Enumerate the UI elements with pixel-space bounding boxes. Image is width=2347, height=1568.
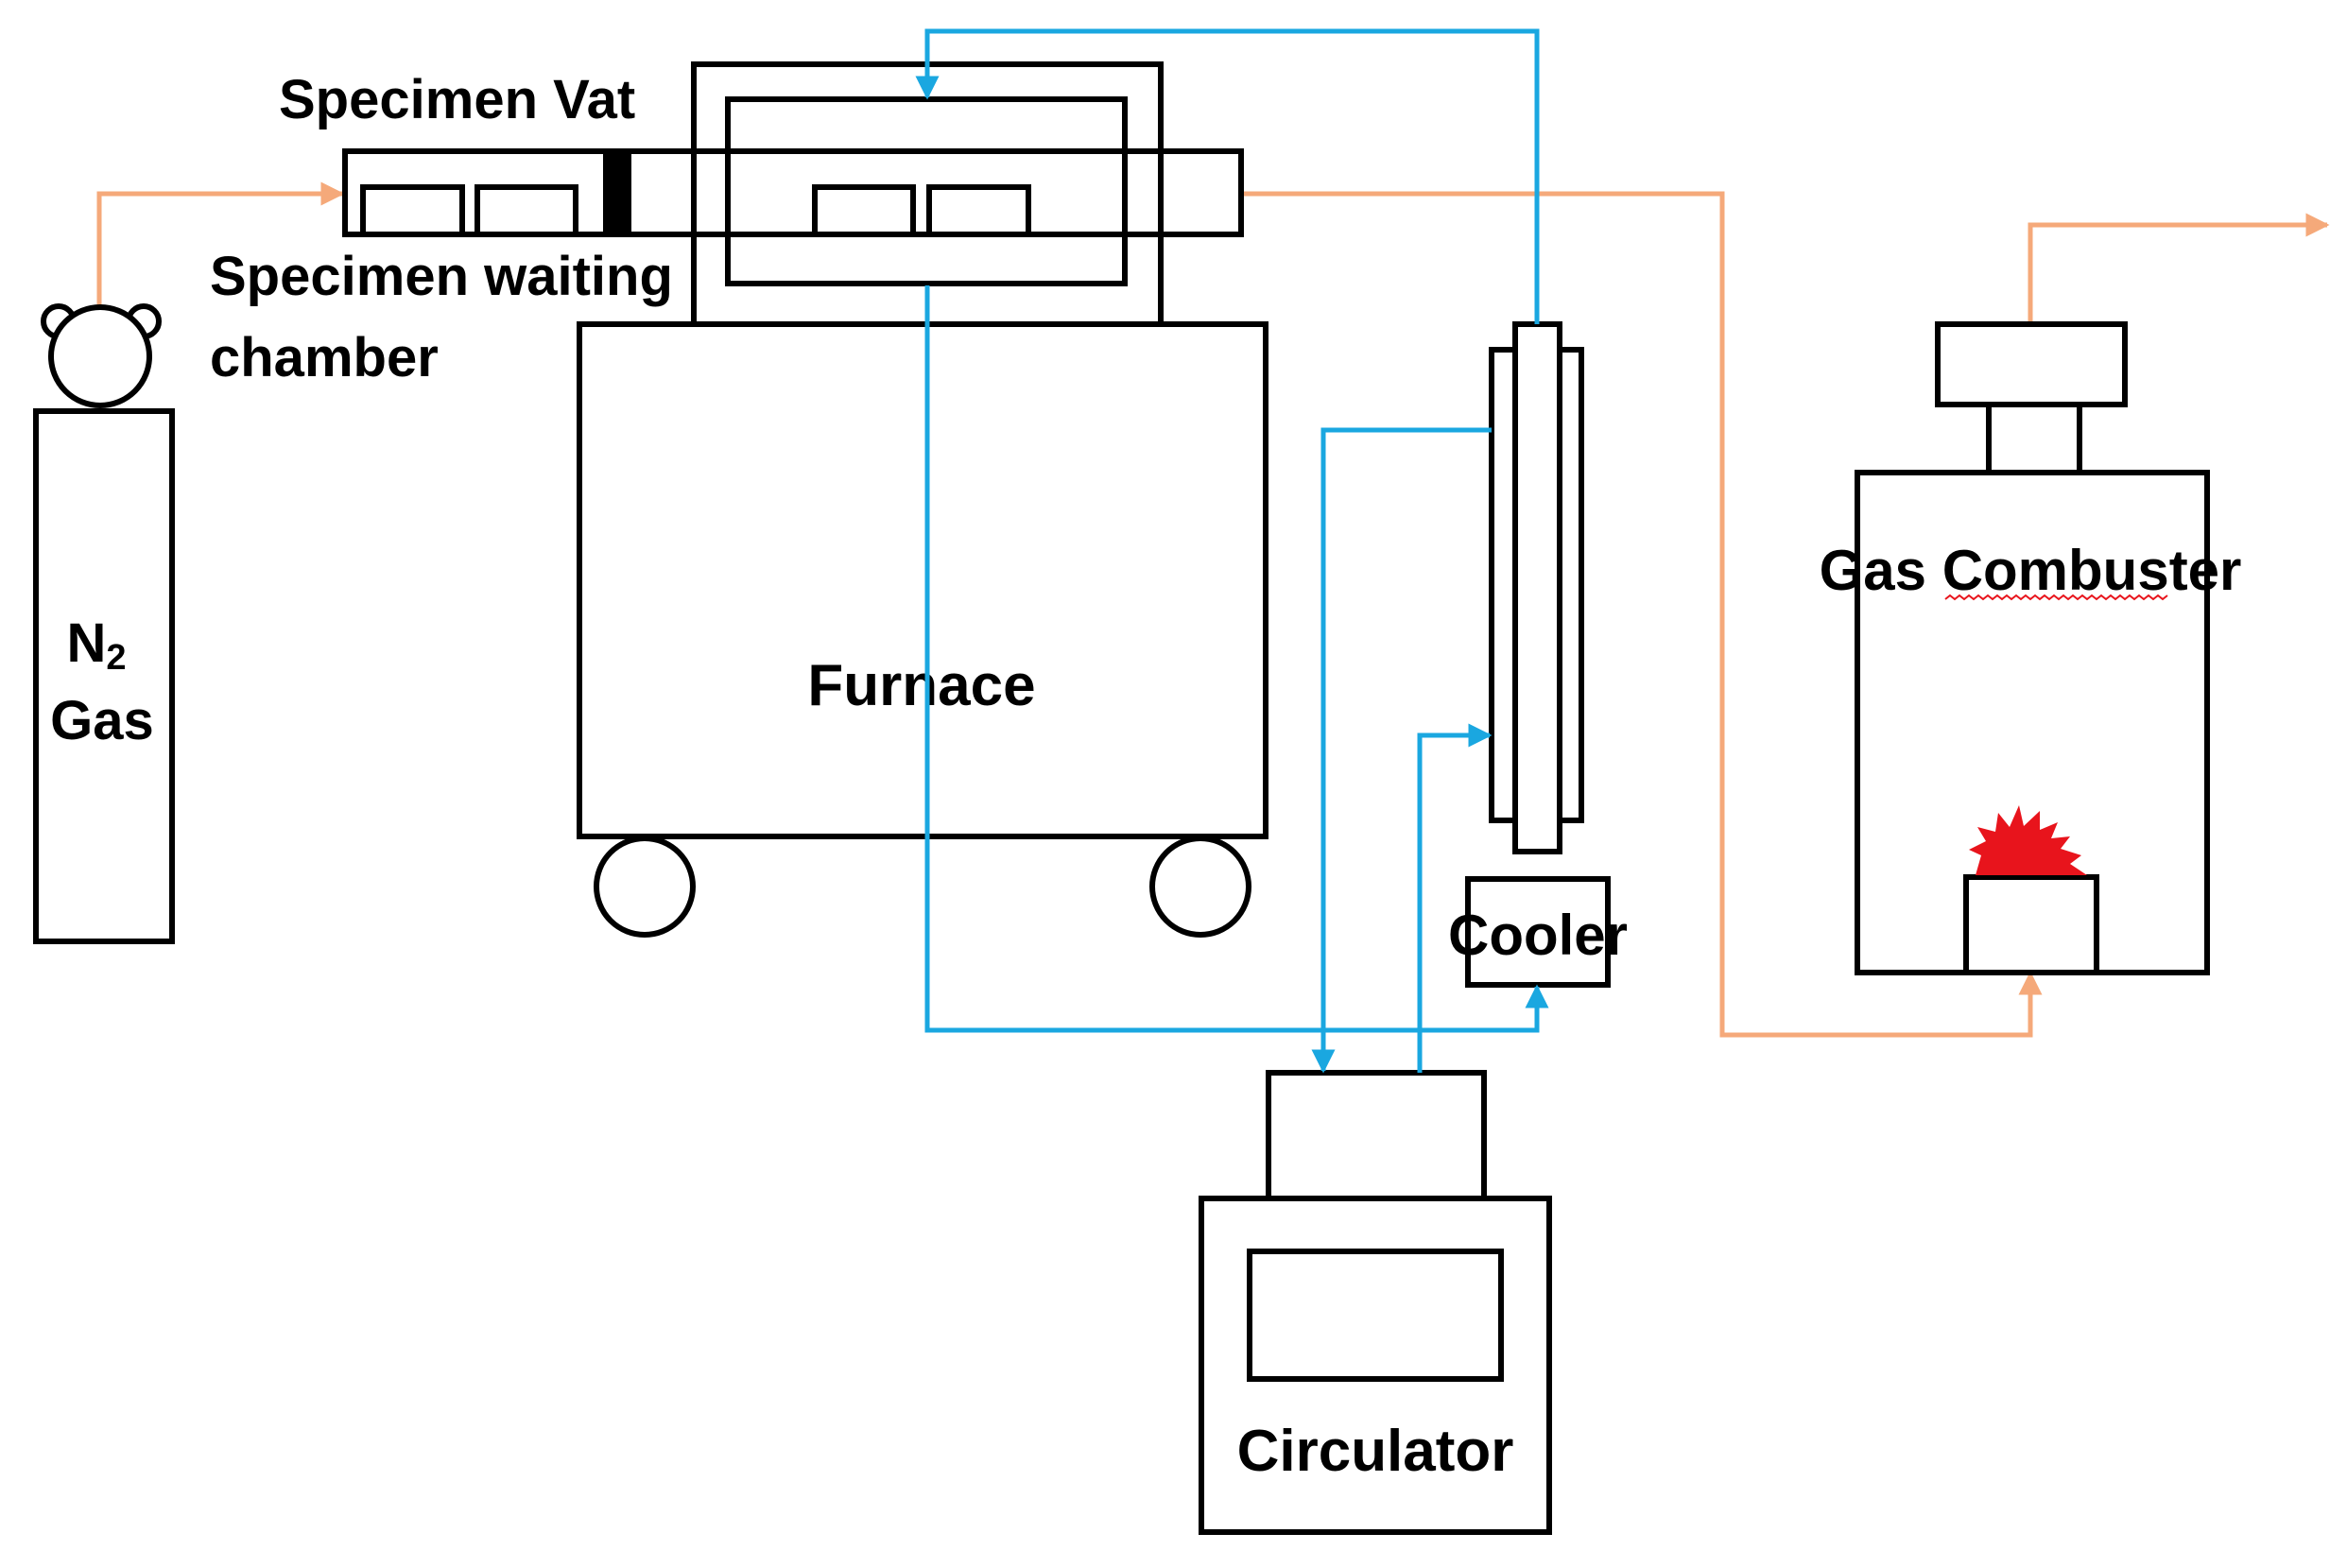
heated-specimen-2 — [926, 184, 1031, 237]
cooler-label: Cooler — [1448, 904, 1628, 967]
coolant-lines — [915, 28, 1549, 1074]
n2-gas-cylinder: N2 Gas — [33, 303, 175, 944]
furnace-label: Furnace — [807, 653, 1035, 718]
burner-block — [1963, 874, 2099, 975]
circulator-top — [1266, 1070, 1487, 1203]
heated-specimen-1 — [812, 184, 916, 237]
cylinder-body — [33, 408, 175, 944]
waiting-specimen-1 — [360, 184, 465, 237]
flame-icon — [1969, 805, 2087, 875]
jacket-to-circulator-line — [1311, 427, 1492, 1074]
circulator-label: Circulator — [1237, 1419, 1514, 1484]
exhaust-to-combuster-line — [1238, 191, 2043, 1038]
combuster-exhaust-cap — [1935, 321, 2128, 407]
cooler-core-tube — [1512, 321, 1562, 854]
chamber-gate — [603, 151, 631, 234]
specimen-tube-body — [342, 148, 1244, 237]
furnace-body — [577, 321, 1268, 839]
cylinder-valve-head — [48, 304, 152, 408]
combuster-outlet-line — [2028, 213, 2330, 324]
furnace-wheel-left — [594, 836, 696, 938]
specimen-vat-label: Specimen Vat — [279, 69, 635, 130]
n2-label: N2 — [66, 612, 126, 678]
waiting-specimen-2 — [475, 184, 578, 237]
n2-feed-line — [96, 181, 345, 317]
waiting-chamber-label-line2: chamber — [210, 327, 439, 388]
gas-combuster: Gas Combuster — [1820, 321, 2242, 975]
combuster-neck — [1986, 402, 2082, 475]
circulator: Circulator — [1199, 1070, 1552, 1535]
circulator-display — [1247, 1249, 1504, 1382]
waiting-chamber-label-line1: Specimen waiting — [210, 246, 673, 307]
cooler: Cooler — [1448, 321, 1628, 988]
gas-combuster-label: Gas Combuster — [1820, 539, 2242, 602]
circulator-to-jacket-line — [1417, 723, 1493, 1073]
specimen-tube: Specimen Vat Specimen waiting chamber — [210, 69, 1244, 388]
n2-gas-label: Gas — [50, 690, 154, 751]
gas-lines — [96, 181, 2330, 1038]
furnace: Furnace — [577, 61, 1268, 938]
spellcheck-underline — [1944, 594, 2168, 601]
furnace-to-cooler-line — [924, 285, 1549, 1033]
furnace-wheel-right — [1149, 836, 1251, 938]
cooler-to-furnace-line — [915, 28, 1540, 324]
